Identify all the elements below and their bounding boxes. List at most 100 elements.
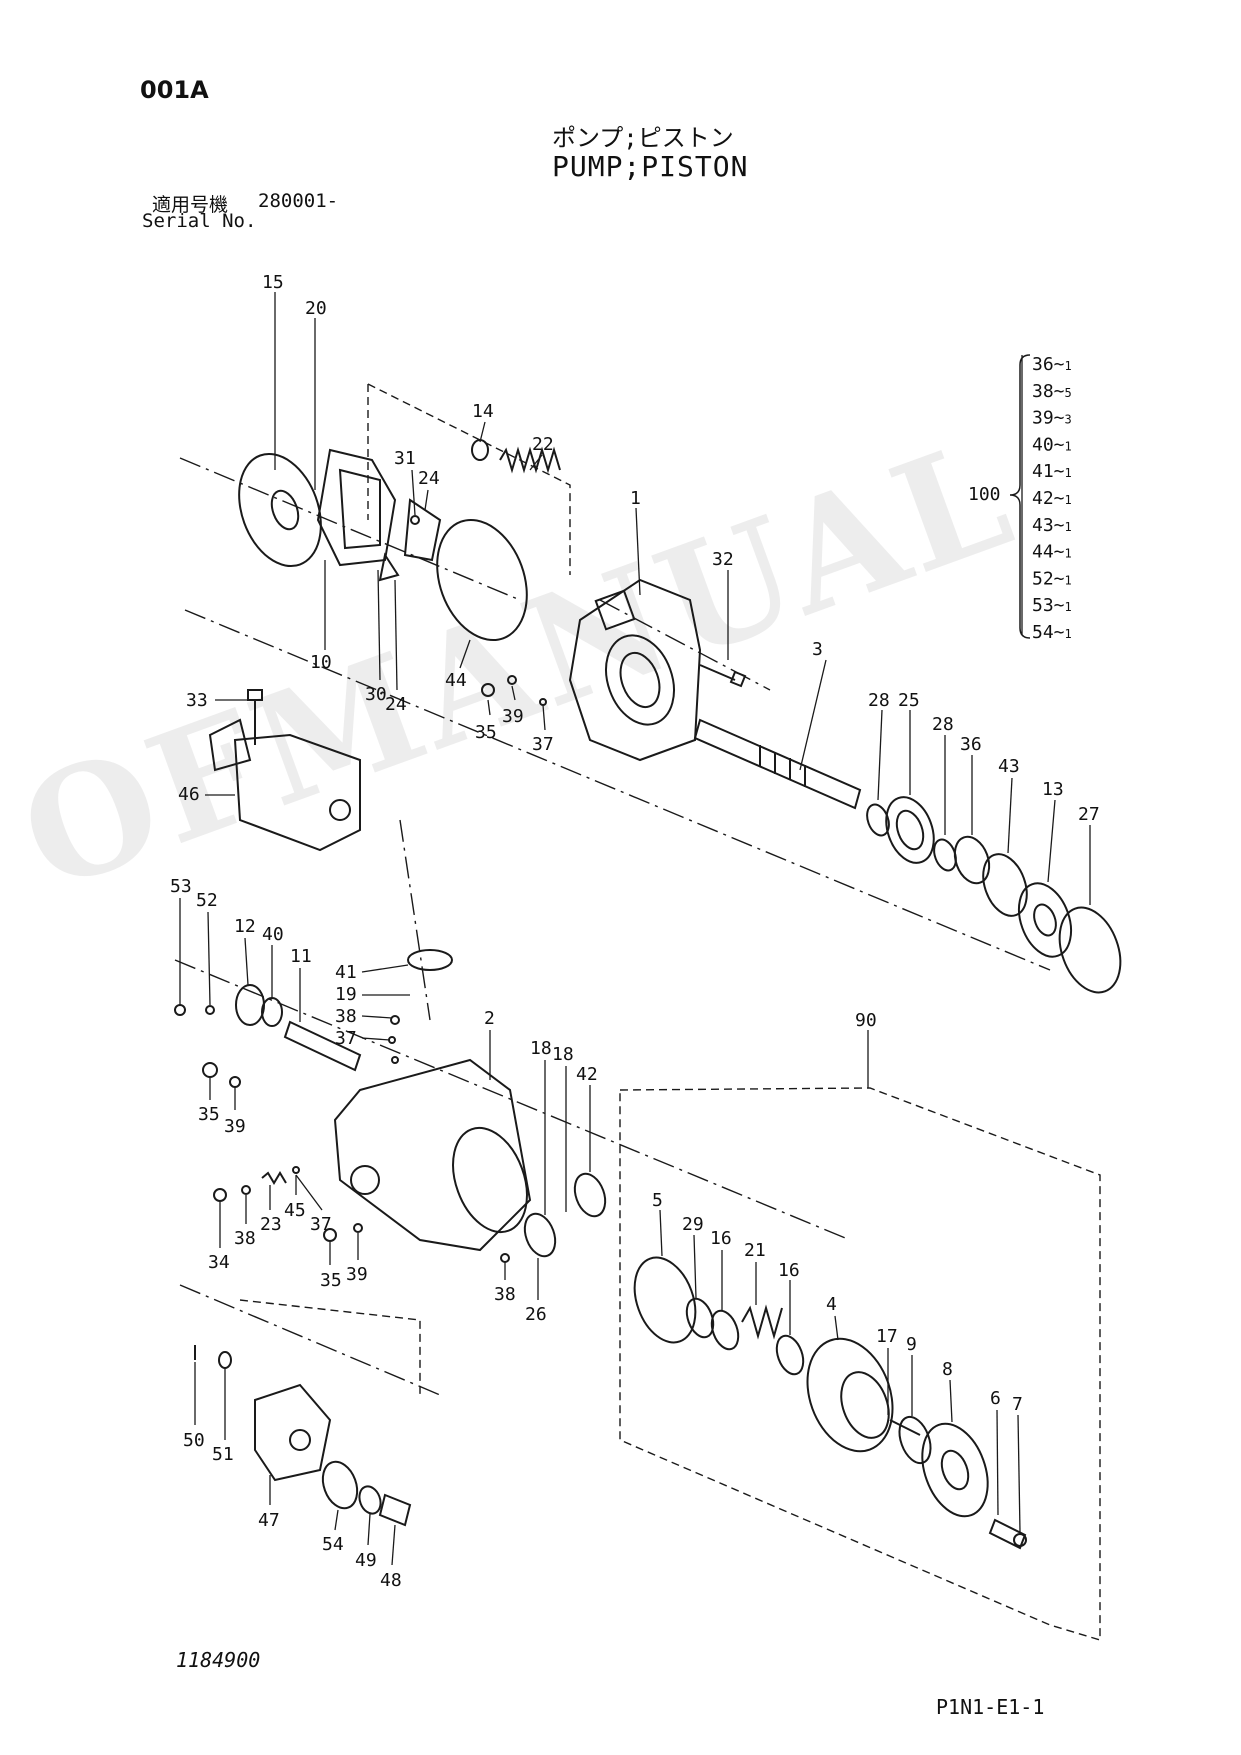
main-casing — [333, 1058, 532, 1252]
serial-label-japanese: 適用号機 — [152, 194, 229, 216]
callout-label: 1 — [630, 488, 641, 509]
callout-label: 29 — [682, 1214, 704, 1235]
serial-number: 280001- — [258, 190, 339, 212]
callout-label: 24 — [385, 694, 407, 715]
o-ring-41 — [407, 949, 453, 971]
callout-label: 22 — [532, 434, 554, 455]
kit-item-part: 39~ — [1032, 408, 1065, 429]
callout-label: 38 — [234, 1228, 256, 1249]
group-boxes — [239, 383, 1101, 1641]
callout-label: 31 — [394, 448, 416, 469]
callout-label: 90 — [855, 1010, 877, 1031]
callout-label: 35 — [320, 1270, 342, 1291]
callout-label: 4 — [826, 1294, 837, 1315]
serial-label-english: Serial No. — [142, 210, 257, 232]
kit-item-part: 38~ — [1032, 381, 1065, 402]
page-reference: P1N1-E1-1 — [936, 1695, 1045, 1719]
callout-label: 16 — [778, 1260, 800, 1281]
kit-item-part: 44~ — [1032, 542, 1065, 563]
callout-label: 40 — [262, 924, 284, 945]
kit-item-qty: 1 — [1065, 466, 1072, 480]
kit-item: 43~1 — [1032, 515, 1072, 536]
callout-label: 41 — [335, 962, 357, 983]
drive-shaft — [693, 718, 862, 810]
callout-labels: 15 20 14 22 31 24 1 32 10 30 24 44 33 35… — [170, 272, 1100, 1591]
callout-label: 17 — [876, 1326, 898, 1347]
callout-label: 53 — [170, 876, 192, 897]
callout-label: 26 — [525, 1304, 547, 1325]
kit-item-part: 41~ — [1032, 461, 1065, 482]
kit-item-qty: 1 — [1065, 520, 1072, 534]
callout-label: 48 — [380, 1570, 402, 1591]
callout-label: 8 — [942, 1359, 953, 1380]
callout-label: 13 — [1042, 779, 1064, 800]
bolt-32 — [699, 664, 747, 688]
callout-label: 39 — [502, 706, 524, 727]
callout-label: 47 — [258, 1510, 280, 1531]
callout-label: 18 — [530, 1038, 552, 1059]
callout-label: 38 — [335, 1006, 357, 1027]
callout-label: 39 — [224, 1116, 246, 1137]
kit-item: 39~3 — [1032, 408, 1072, 429]
kit-item: 44~1 — [1032, 542, 1072, 563]
callout-label: 32 — [712, 549, 734, 570]
small-fasteners — [174, 515, 547, 1263]
kit-item-qty: 1 — [1065, 547, 1072, 561]
o-ring-42 — [573, 1172, 607, 1218]
kit-item: 41~1 — [1032, 461, 1072, 482]
callout-label: 14 — [472, 401, 494, 422]
callout-label: 20 — [305, 298, 327, 319]
callout-label: 15 — [262, 272, 284, 293]
callout-label: 10 — [310, 652, 332, 673]
callout-label: 3 — [812, 639, 823, 660]
rotary-group — [633, 1256, 1027, 1550]
drawing-number: 1184900 — [176, 1648, 261, 1672]
kit-item-part: 36~ — [1032, 354, 1065, 375]
kit-100-list: 100 36~138~539~340~141~142~143~144~152~1… — [968, 354, 1072, 643]
callout-label: 24 — [418, 468, 440, 489]
callout-label: 35 — [475, 722, 497, 743]
kit-item-part: 53~ — [1032, 595, 1065, 616]
kit-item-part: 40~ — [1032, 434, 1065, 455]
bearing-rings — [866, 796, 1122, 994]
callout-label: 45 — [284, 1200, 306, 1221]
callout-label: 54 — [322, 1534, 344, 1555]
callout-label: 49 — [355, 1550, 377, 1571]
kit-item-part: 42~ — [1032, 488, 1065, 509]
callout-label: 28 — [868, 690, 890, 711]
callout-label: 2 — [484, 1008, 495, 1029]
callout-label: 7 — [1012, 1394, 1023, 1415]
swash-plate-group — [238, 448, 442, 582]
callout-label: 25 — [898, 690, 920, 711]
callout-label: 34 — [208, 1252, 230, 1273]
callout-label: 44 — [445, 670, 467, 691]
kit-item-qty: 1 — [1065, 493, 1072, 507]
kit-item: 52~1 — [1032, 568, 1072, 589]
callout-label: 27 — [1078, 804, 1100, 825]
pump-casing — [568, 578, 702, 762]
callout-label: 37 — [310, 1214, 332, 1235]
bearing-26 — [523, 1212, 557, 1258]
callout-label: 6 — [990, 1388, 1001, 1409]
callout-label: 21 — [744, 1240, 766, 1261]
kit-item: 53~1 — [1032, 595, 1072, 616]
kit-item: 38~5 — [1032, 381, 1072, 402]
callout-label: 30 — [365, 684, 387, 705]
callout-label: 38 — [494, 1284, 516, 1305]
kit-item: 54~1 — [1032, 622, 1072, 643]
callout-label: 52 — [196, 890, 218, 911]
callout-label: 28 — [932, 714, 954, 735]
callout-label: 11 — [290, 946, 312, 967]
callout-label: 46 — [178, 784, 200, 805]
kit-items: 36~138~539~340~141~142~143~144~152~153~1… — [1032, 354, 1072, 643]
callout-label: 5 — [652, 1190, 663, 1211]
callout-label: 9 — [906, 1334, 917, 1355]
kit-item: 42~1 — [1032, 488, 1072, 509]
callout-label: 43 — [998, 756, 1020, 777]
kit-item: 40~1 — [1032, 434, 1072, 455]
callout-label: 35 — [198, 1104, 220, 1125]
callout-label: 39 — [346, 1264, 368, 1285]
regulator-block — [208, 689, 361, 852]
